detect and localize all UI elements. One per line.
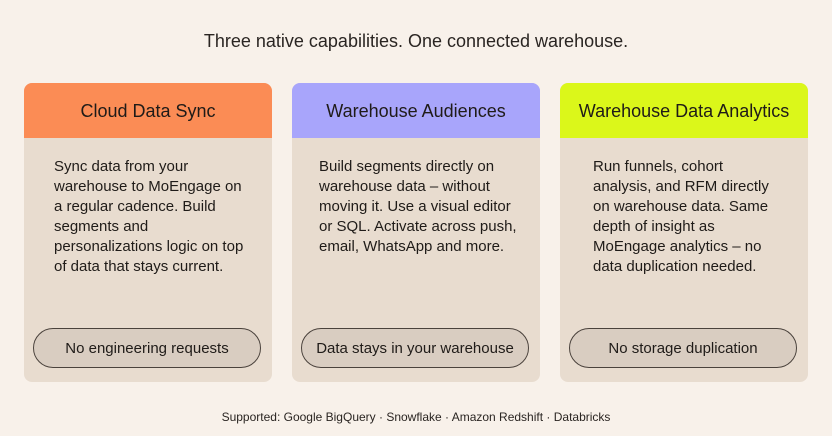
card-warehouse-data-analytics: Warehouse Data Analytics Run funnels, co… (560, 83, 808, 382)
card-title: Warehouse Data Analytics (560, 83, 808, 138)
card-pill: No storage duplication (569, 328, 797, 368)
card-title: Warehouse Audiences (292, 83, 540, 138)
card-description: Sync data from your warehouse to MoEngag… (54, 158, 244, 275)
card-description: Run funnels, cohort analysis, and RFM di… (593, 158, 769, 275)
card-pill: Data stays in your warehouse (301, 328, 529, 368)
card-cloud-data-sync: Cloud Data Sync Sync data from your ware… (24, 83, 272, 382)
supported-platforms: Supported: Google BigQuery · Snowflake ·… (221, 410, 611, 424)
card-title: Cloud Data Sync (24, 83, 272, 138)
headline: Three native capabilities. One connected… (203, 31, 629, 51)
card-warehouse-audiences: Warehouse Audiences Build segments direc… (292, 83, 540, 382)
card-description: Build segments directly on warehouse dat… (319, 158, 517, 255)
card-pill: No engineering requests (33, 328, 261, 368)
